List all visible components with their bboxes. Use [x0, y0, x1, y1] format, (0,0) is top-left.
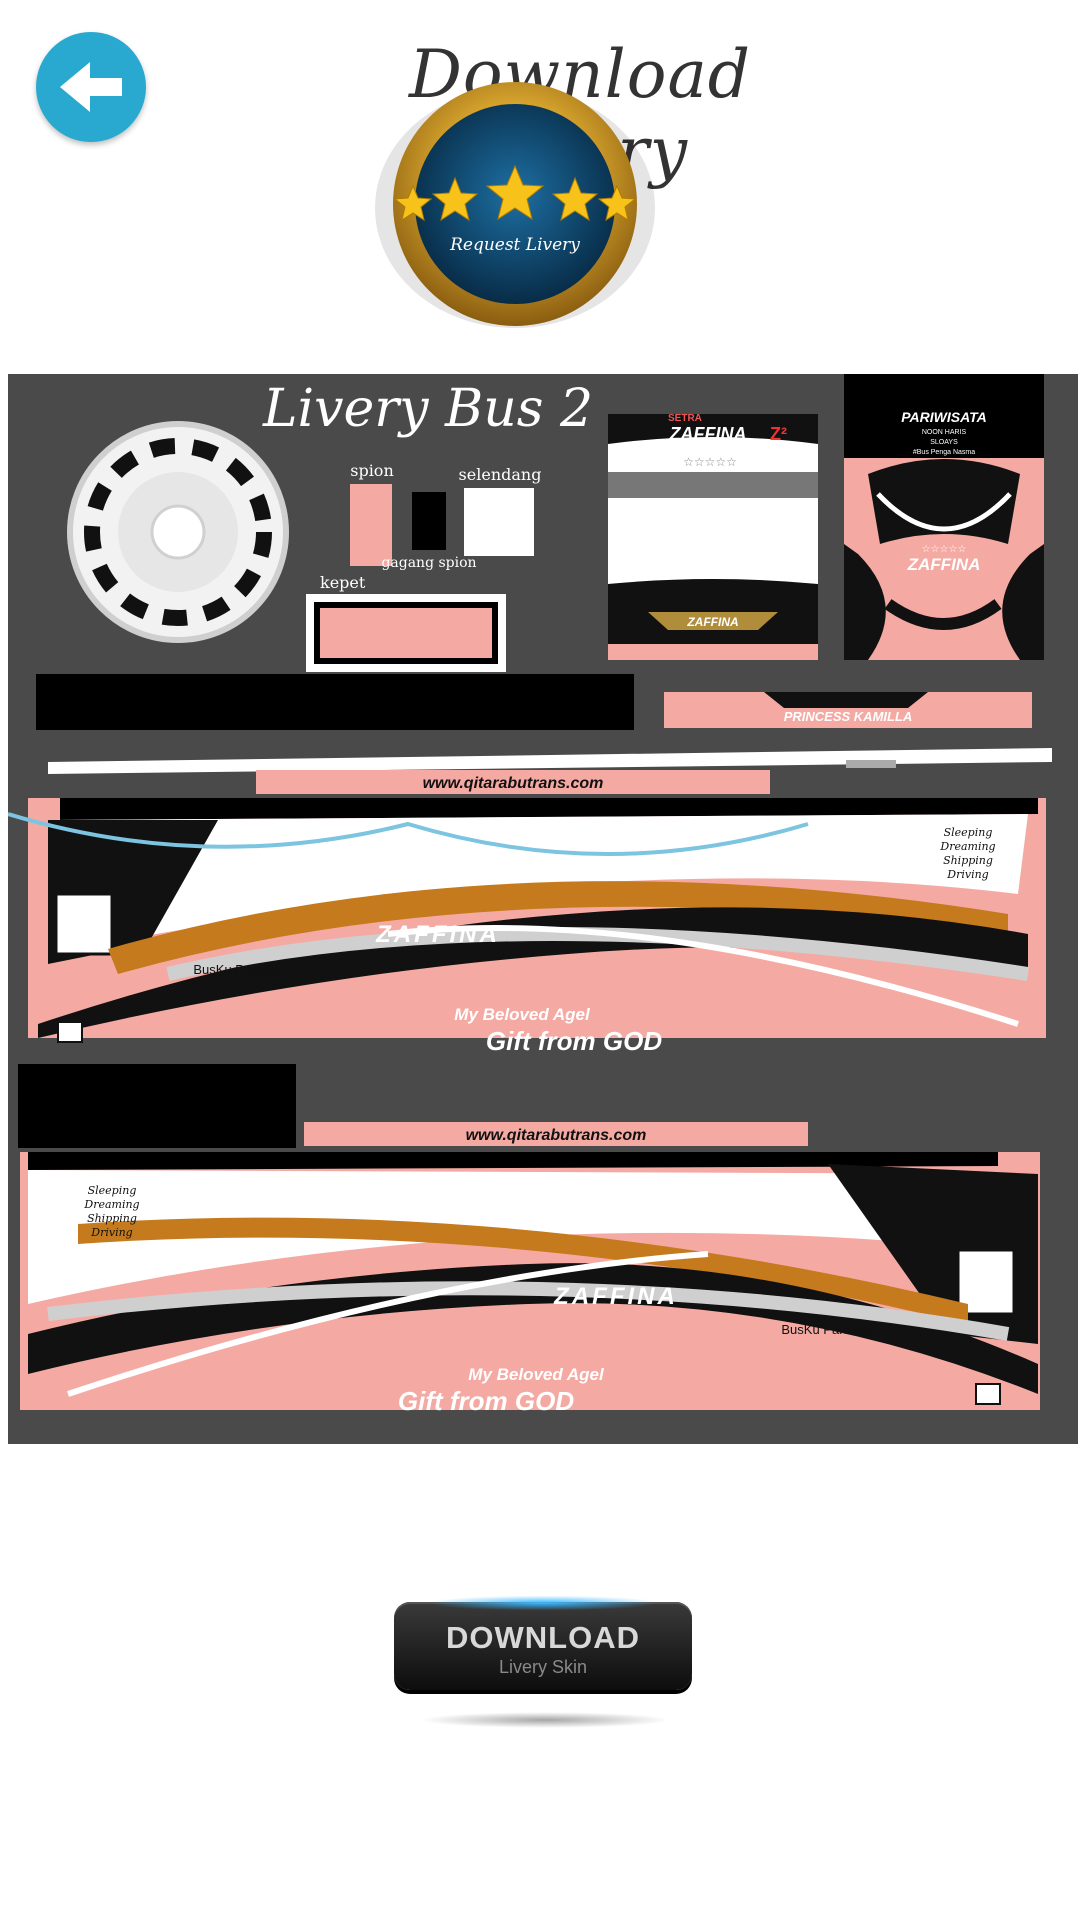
star-icons [393, 164, 637, 222]
svg-text:Shipping: Shipping [943, 854, 993, 867]
svg-text:Dreaming: Dreaming [939, 840, 995, 853]
button-glow [434, 1596, 652, 1610]
label-gagang-spion: gagang spion [381, 555, 476, 571]
selendang-part [464, 488, 534, 556]
svg-text:Z²: Z² [770, 424, 787, 444]
svg-text:SLOAYS: SLOAYS [930, 439, 958, 446]
spion-part [350, 484, 392, 566]
svg-text:ZAFFINA: ZAFFINA [553, 1283, 678, 1310]
svg-text:Dreaming: Dreaming [83, 1198, 139, 1211]
livery-title: Livery Bus 2 [262, 379, 593, 439]
website-strip-2 [304, 1122, 808, 1146]
wheel-texture [67, 421, 289, 643]
svg-text:www.qitarabutrans.com: www.qitarabutrans.com [423, 775, 604, 792]
svg-text:BusKu Paradise: BusKu Paradise [781, 1322, 874, 1337]
label-kepet: kepet [320, 573, 366, 592]
svg-text:Sleeping: Sleeping [88, 1184, 137, 1197]
star-icon [431, 176, 479, 222]
button-shadow [420, 1712, 670, 1728]
label-spion: spion [350, 461, 394, 480]
rear-face-texture: PARIWISATA NOON HARIS SLOAYS #Bus Penga … [844, 374, 1044, 660]
svg-text:My Beloved Agel: My Beloved Agel [454, 1005, 591, 1024]
badge-label: Request Livery [449, 235, 580, 255]
svg-text:www.qitarabutrans.com: www.qitarabutrans.com [466, 1127, 647, 1144]
star-icon [393, 184, 433, 222]
request-livery-button[interactable]: Request Livery [365, 78, 665, 338]
svg-text:BusKu Paradise: BusKu Paradise [193, 962, 286, 977]
svg-text:Driving: Driving [90, 1226, 132, 1239]
arrow-left-icon [60, 62, 122, 112]
svg-text:ZAFFINA: ZAFFINA [686, 615, 738, 629]
svg-text:Sleeping: Sleeping [944, 826, 993, 839]
side-panel-right: ZAFFINA BusKu Paradise My Beloved Agel G… [20, 1152, 1040, 1416]
svg-text:☆☆☆☆☆: ☆☆☆☆☆ [922, 544, 967, 555]
front-face-texture: SETRA ZAFFINA Z² ☆☆☆☆☆ ZAFFINA [608, 413, 818, 660]
roof-strip-2 [18, 1064, 296, 1148]
svg-text:NOON HARIS: NOON HARIS [922, 429, 967, 436]
strip-name: PRINCESS KAMILLA [784, 709, 913, 724]
front-brand: ZAFFINA [669, 424, 747, 444]
svg-text:My Beloved Agel: My Beloved Agel [468, 1365, 605, 1384]
star-icon [485, 164, 545, 221]
back-button[interactable] [36, 32, 146, 142]
gagang-spion-part [412, 492, 446, 550]
download-button[interactable]: DOWNLOAD Livery Skin [394, 1596, 692, 1690]
download-label: DOWNLOAD [446, 1620, 640, 1655]
side-slogan: Gift from GOD [486, 1026, 662, 1056]
trim-line [48, 748, 1052, 774]
star-icon [597, 184, 637, 222]
svg-text:Gift from GOD: Gift from GOD [398, 1386, 574, 1416]
side-brand: ZAFFINA [375, 921, 500, 948]
roof-strip [36, 674, 634, 730]
svg-text:PARIWISATA: PARIWISATA [901, 409, 987, 425]
svg-text:Shipping: Shipping [87, 1212, 137, 1225]
svg-text:SETRA: SETRA [668, 413, 702, 424]
svg-text:☆☆☆☆☆: ☆☆☆☆☆ [683, 455, 737, 469]
side-panel-left: ZAFFINA BusKu Paradise My Beloved Agel G… [8, 798, 1046, 1056]
livery-preview: Livery Bus 2 spion gagang spion selendan… [8, 374, 1078, 1444]
svg-text:#Bus Penga Nasma: #Bus Penga Nasma [913, 449, 975, 456]
svg-text:ZAFFINA: ZAFFINA [907, 555, 981, 574]
label-selendang: selendang [459, 465, 542, 484]
svg-text:Driving: Driving [946, 868, 988, 881]
download-sublabel: Livery Skin [498, 1657, 588, 1677]
website-strip-1 [256, 770, 770, 794]
star-icon [551, 176, 599, 222]
